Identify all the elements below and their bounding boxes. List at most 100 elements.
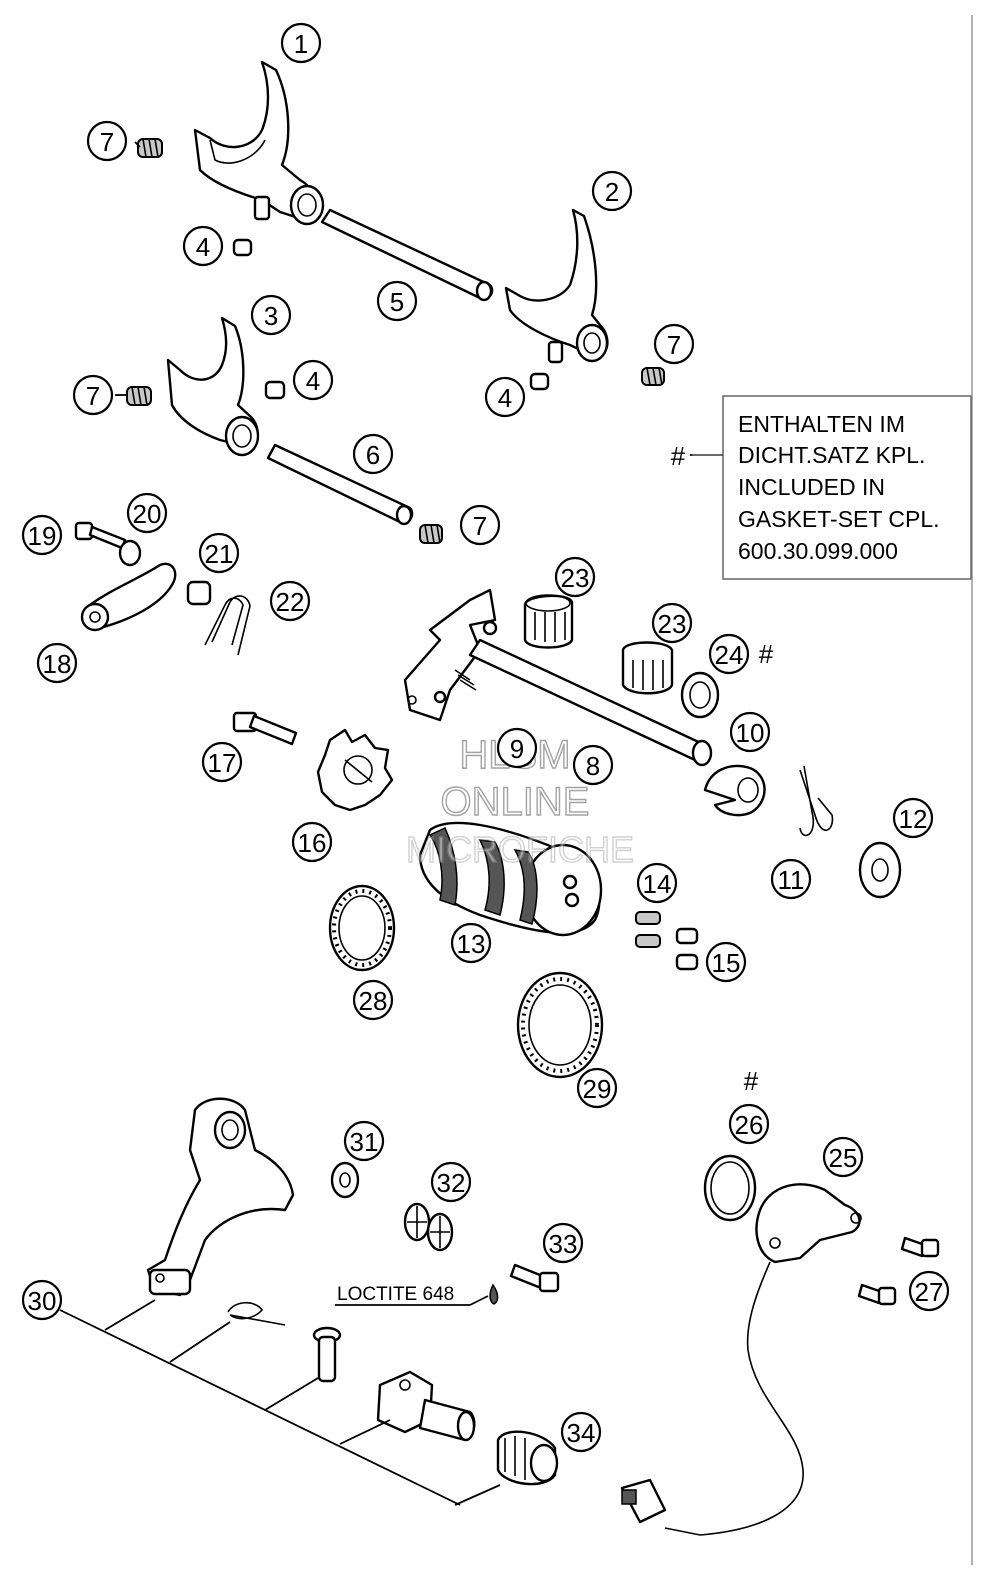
- callout-c19: 19: [21, 514, 63, 556]
- callout-circle: [352, 433, 394, 475]
- callout-number: 25: [829, 1143, 858, 1173]
- callout-circle: [705, 941, 747, 983]
- pins-15: [675, 927, 699, 971]
- callout-number: 4: [306, 366, 320, 396]
- pin-4a: [232, 238, 253, 257]
- callout-c13: 13: [450, 922, 492, 964]
- needle-bearing-23b: [621, 641, 674, 695]
- callout-c18: 18: [36, 642, 78, 684]
- note-line-1: ENTHALTEN IM: [738, 411, 905, 437]
- callout-number: 13: [457, 929, 486, 959]
- callout-circle: [542, 1222, 584, 1264]
- callout-circle: [291, 821, 333, 863]
- callout-circle: [280, 22, 322, 64]
- callout-circle: [269, 580, 311, 622]
- spring-7b: [641, 367, 665, 386]
- callout-c5: 5: [376, 280, 418, 322]
- callout-number: 7: [667, 330, 681, 360]
- callout-c8: 8: [572, 744, 614, 786]
- callout-circle: [21, 1279, 63, 1321]
- callout-number: 14: [643, 869, 672, 899]
- callout-c28: 28: [352, 979, 394, 1021]
- callout-circle: [182, 225, 224, 267]
- callout-circle: [292, 359, 334, 401]
- callout-c11: 11: [770, 858, 812, 900]
- marker-26-hash: #: [744, 1066, 759, 1096]
- callout-c14: 14: [636, 862, 678, 904]
- callout-number: 1: [294, 29, 308, 59]
- callout-circle: [86, 120, 128, 162]
- callout-circle: [21, 514, 63, 556]
- callout-number: 3: [264, 301, 278, 331]
- callout-c29: 29: [576, 1067, 618, 1109]
- watermark-line-3: MICROFICHE: [406, 829, 634, 870]
- callout-number: 16: [298, 828, 327, 858]
- callout-number: 7: [473, 511, 487, 541]
- callout-number: 17: [208, 748, 237, 778]
- shift-fork-3: [166, 316, 260, 457]
- callout-c3: 3: [250, 294, 292, 336]
- loctite-leader-2: [469, 1295, 489, 1306]
- note-line-3: INCLUDED IN: [738, 474, 885, 500]
- assembly-lines-30: [59, 1299, 501, 1506]
- callout-number: 11: [778, 865, 805, 895]
- callout-number: 19: [28, 521, 57, 551]
- shift-plate-10: [703, 764, 766, 817]
- callout-number: 4: [196, 232, 210, 262]
- washer-31: [330, 1161, 360, 1199]
- callout-c4b: 4: [292, 359, 334, 401]
- return-spring-11: [799, 765, 834, 837]
- callout-c25: 25: [822, 1136, 864, 1178]
- callout-number: 26: [735, 1110, 764, 1140]
- callout-number: 34: [567, 1418, 596, 1448]
- callout-circle: [484, 376, 526, 418]
- callout-c9: 9: [496, 727, 538, 769]
- callout-c7d: 7: [459, 504, 501, 546]
- shift-rail-6: [266, 443, 414, 526]
- bearing-29: [516, 971, 604, 1079]
- callout-number: 28: [359, 986, 388, 1016]
- callout-circle: [822, 1136, 864, 1178]
- callout-number: 9: [510, 734, 524, 764]
- callout-number: 24: [715, 640, 744, 670]
- lever-clevis: [376, 1370, 476, 1442]
- springs-14: [635, 911, 661, 948]
- callout-circle: [430, 1161, 472, 1203]
- callout-c7a: 7: [86, 120, 128, 162]
- rubber-cap-34: [496, 1430, 559, 1486]
- callout-c10: 10: [729, 711, 771, 753]
- callout-c2: 2: [591, 170, 633, 212]
- callout-circle: [126, 492, 168, 534]
- callout-c1: 1: [280, 22, 322, 64]
- callout-circle: [560, 1411, 602, 1453]
- callout-circle: [908, 1270, 950, 1312]
- callout-number: 23: [658, 609, 687, 639]
- callout-number: 27: [915, 1277, 944, 1307]
- shift-star-16: [316, 728, 394, 812]
- callout-number: 7: [100, 127, 114, 157]
- callout-circle: [708, 633, 750, 675]
- callout-c26: 26: [728, 1103, 770, 1145]
- callout-circle: [250, 294, 292, 336]
- marker-24-hash: #: [759, 639, 774, 669]
- callout-circle: [376, 280, 418, 322]
- callout-number: 23: [561, 563, 590, 593]
- callout-circle: [450, 922, 492, 964]
- detent-lever-18: [80, 562, 177, 632]
- washer-20: [118, 539, 142, 567]
- note-marker: #: [671, 441, 686, 471]
- screws-27: [857, 1236, 940, 1306]
- callout-number: 33: [549, 1229, 578, 1259]
- bearing-28: [328, 884, 396, 972]
- callout-c22: 22: [269, 580, 311, 622]
- callout-number: 32: [437, 1168, 466, 1198]
- callout-number: 2: [605, 177, 619, 207]
- callout-c31: 31: [343, 1120, 385, 1162]
- screw-19: [74, 521, 127, 550]
- callout-number: 7: [86, 381, 100, 411]
- spring-22: [204, 595, 251, 656]
- needle-bearing-23a: [523, 594, 574, 649]
- callout-circle: [576, 1067, 618, 1109]
- callout-circle: [892, 797, 934, 839]
- clip: [227, 1301, 286, 1326]
